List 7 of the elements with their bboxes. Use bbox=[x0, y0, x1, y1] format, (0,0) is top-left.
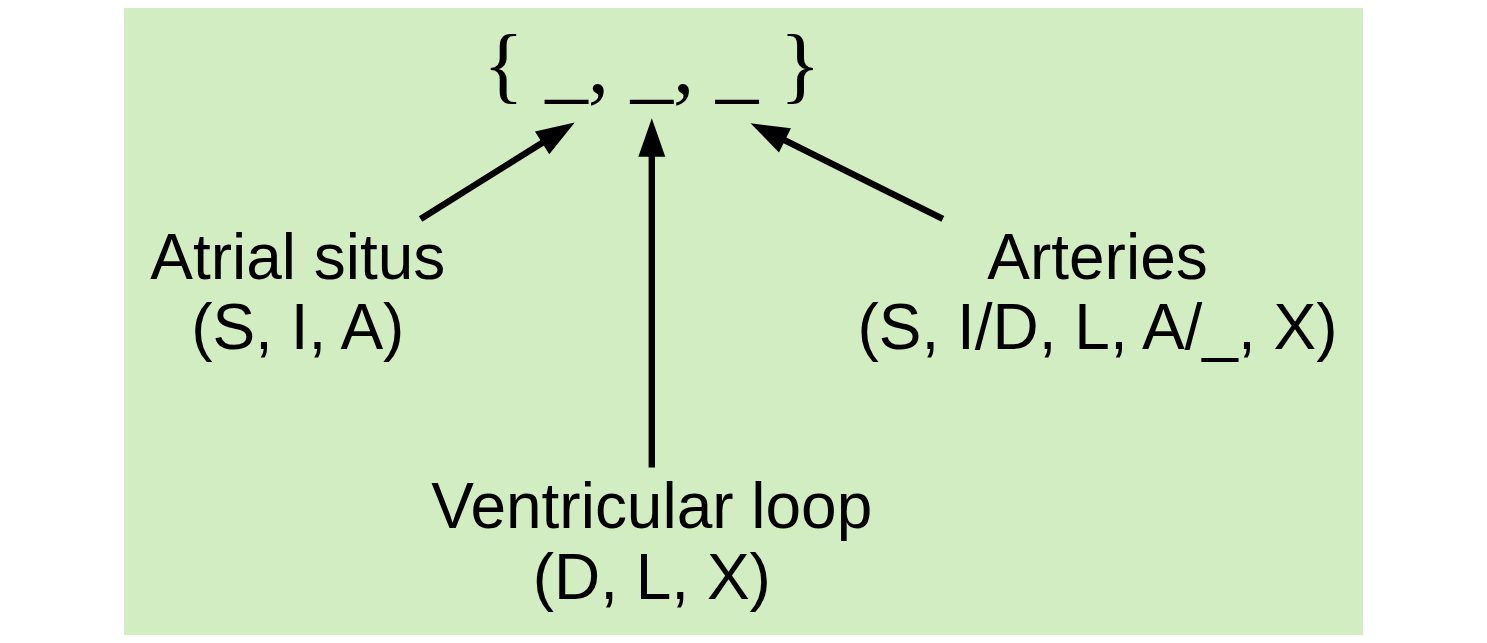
node-text: Arteries (S, I/D, L, A/_, X) bbox=[857, 220, 1338, 364]
arrow bbox=[418, 122, 575, 222]
arrow bbox=[638, 118, 666, 468]
node-text: Atrial situs (S, I, A) bbox=[150, 220, 446, 364]
node-text: Ventricular loop (D, L, X) bbox=[431, 470, 873, 613]
node-text: { _, _, _ } bbox=[482, 17, 821, 112]
arrow bbox=[750, 123, 945, 222]
